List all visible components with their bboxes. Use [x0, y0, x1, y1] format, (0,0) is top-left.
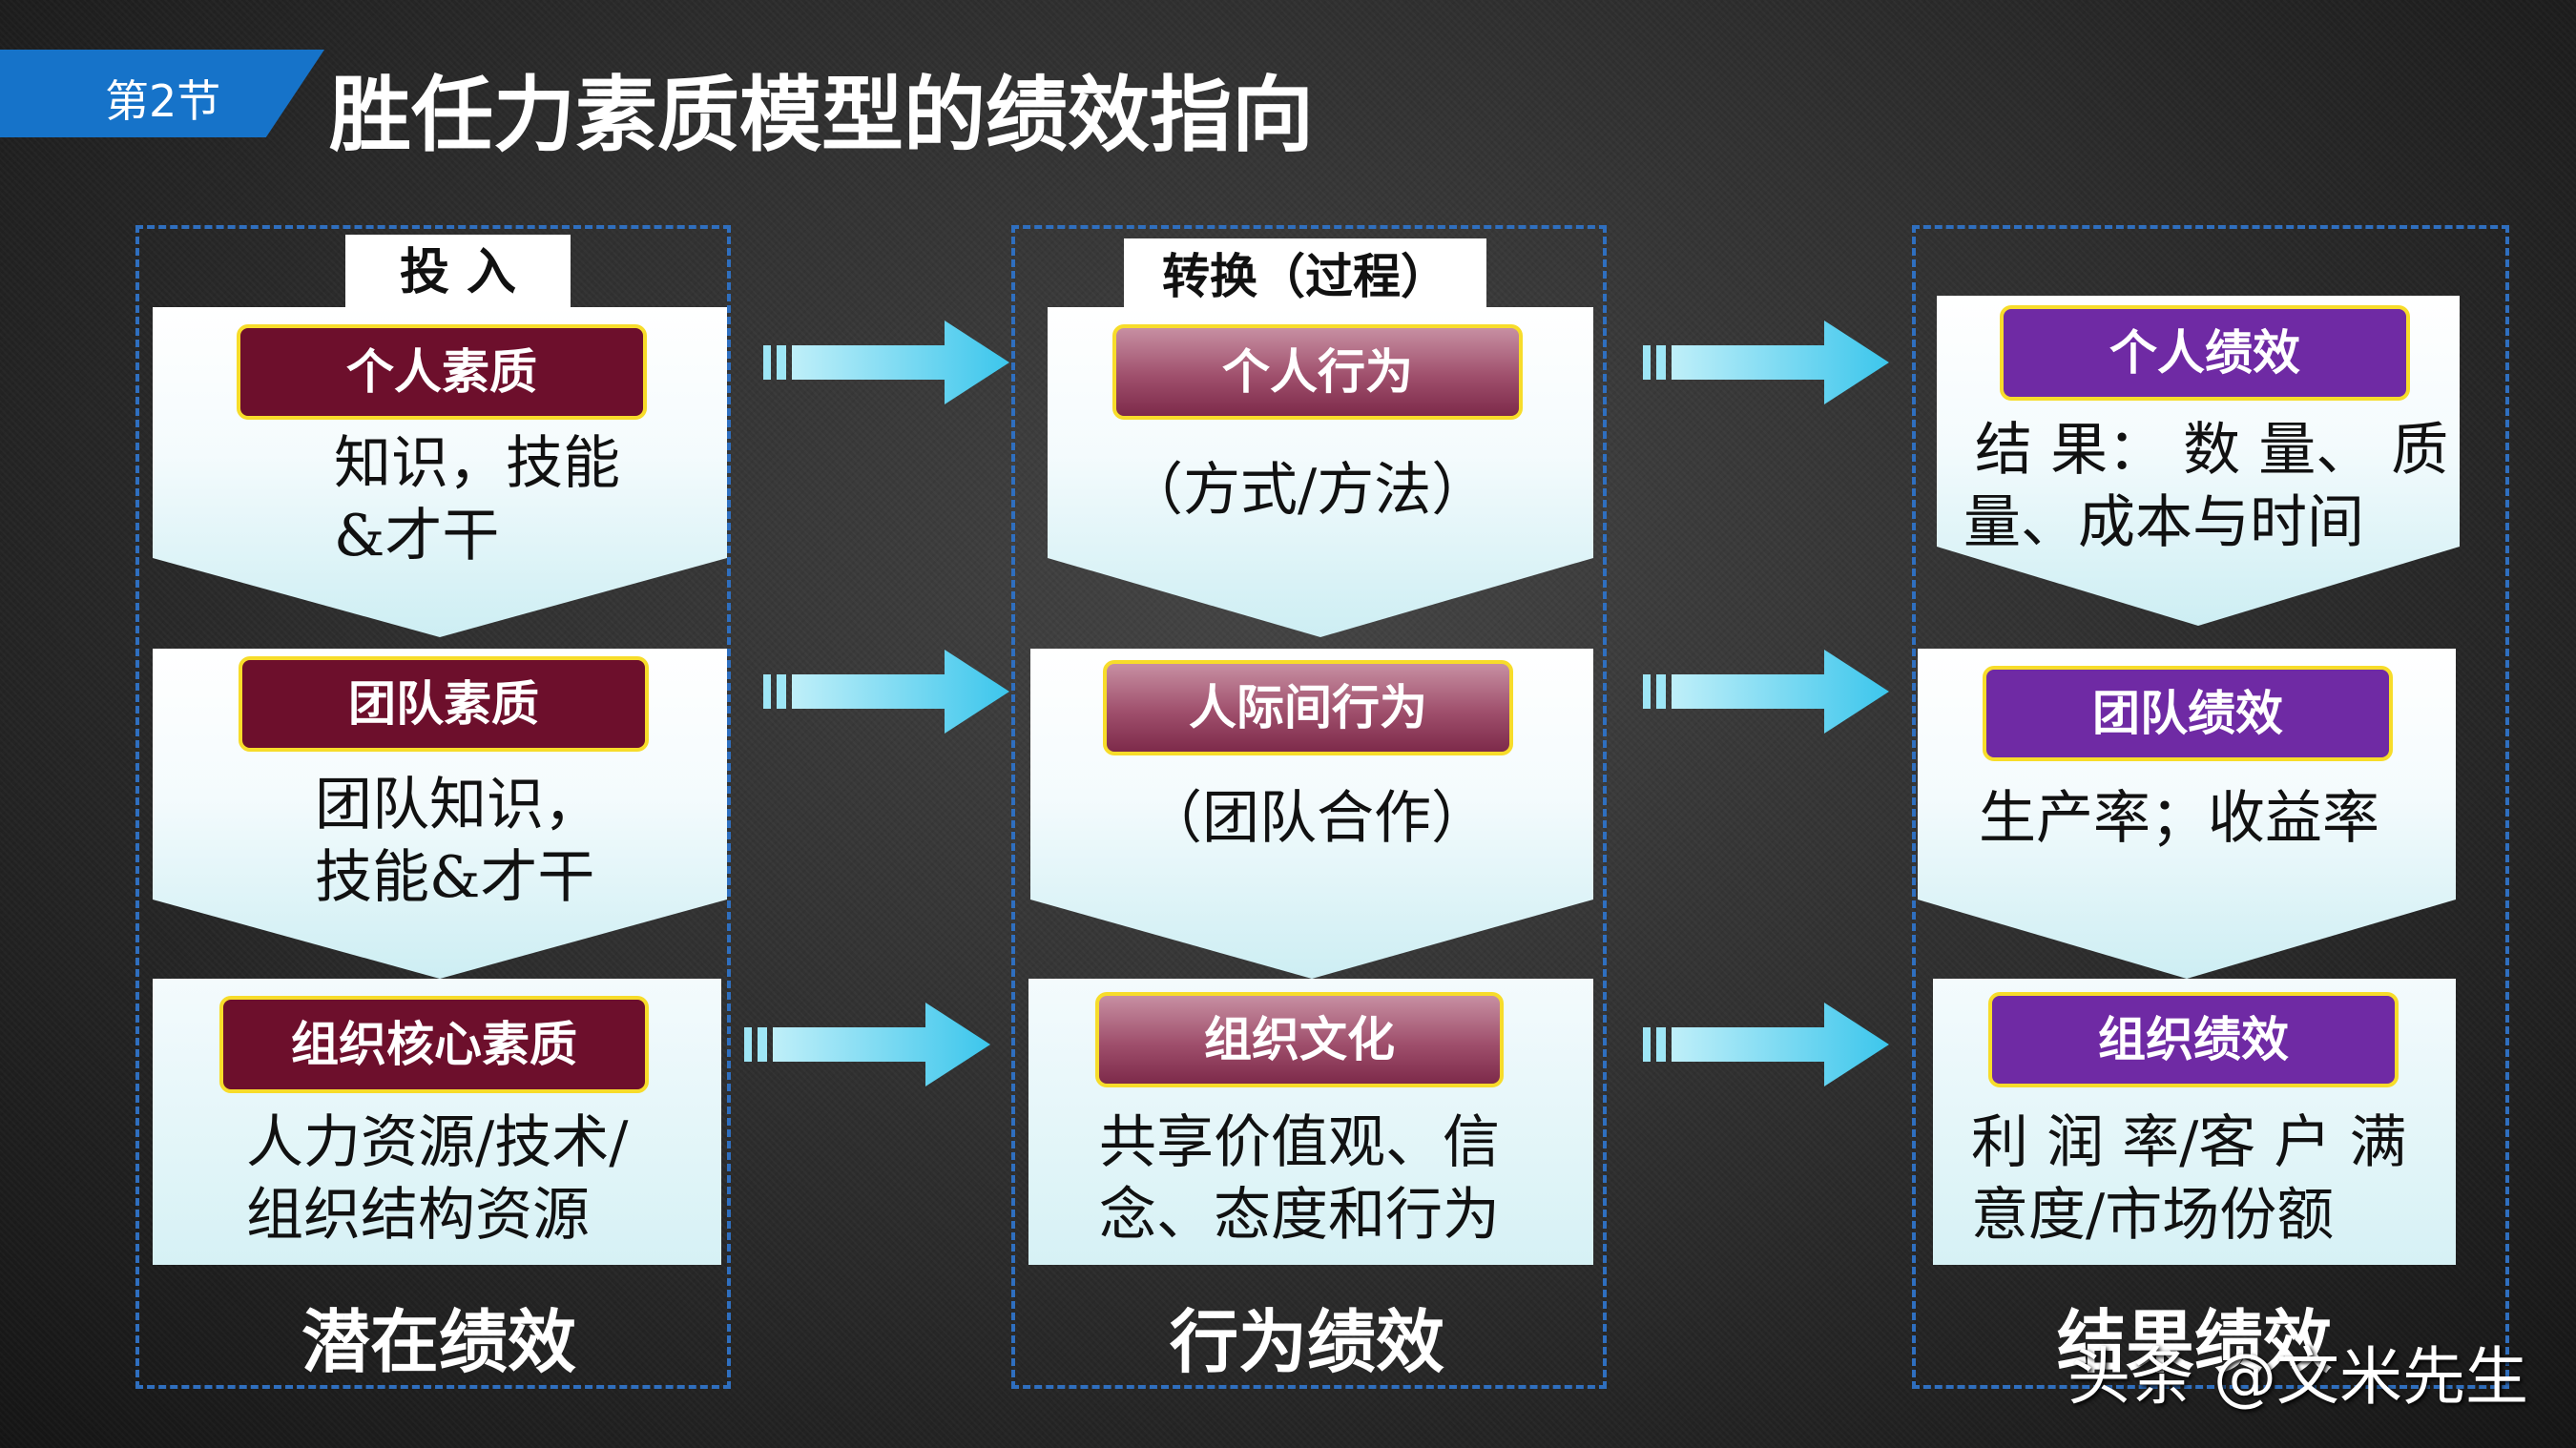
arrow-right-icon: [763, 321, 1009, 404]
pill-org-culture: 组织文化: [1095, 992, 1504, 1087]
input-row-3-line-2: 组织结构资源: [246, 1182, 590, 1249]
arrow-right-icon: [1643, 1003, 1889, 1086]
section-tab: 第2节: [0, 50, 324, 137]
input-row-2-line-1: 团队知识，: [315, 772, 601, 838]
column-result-caption: 结果绩效: [2056, 1302, 2332, 1382]
column-input-border: [135, 225, 731, 1389]
input-row-1-line-2: &才干: [334, 503, 500, 569]
result-row-2-line-1: 生产率；收益率: [1979, 785, 2379, 852]
column-process-border: [1011, 225, 1607, 1389]
input-row-1-line-1: 知识，技能: [334, 430, 620, 497]
process-row-3-line-1: 共享价值观、信: [1099, 1109, 1500, 1176]
result-row-3-line-1: 利 润 率/客 户 满: [1971, 1109, 2407, 1176]
arrow-right-icon: [1643, 321, 1889, 404]
input-row-2-line-2: 技能&才干: [315, 844, 595, 911]
process-row-2-line-1: （团队合作）: [1145, 785, 1488, 852]
column-result-border: [1912, 225, 2509, 1389]
pill-interpersonal-behavior: 人际间行为: [1103, 660, 1513, 755]
column-input-header: 投 入: [345, 235, 571, 311]
pill-org-core-quality: 组织核心素质: [219, 996, 649, 1093]
pill-personal-performance: 个人绩效: [2000, 305, 2410, 401]
arrow-right-icon: [1643, 650, 1889, 734]
result-row-1-line-1: 结 果： 数 量、 质: [1975, 417, 2449, 484]
column-process-header: 转换（过程）: [1124, 238, 1486, 315]
process-row-3-line-2: 念、态度和行为: [1099, 1182, 1500, 1249]
page-title: 胜任力素质模型的绩效指向: [329, 68, 1314, 163]
arrow-right-icon: [763, 650, 1009, 734]
process-row-1-line-1: （方式/方法）: [1126, 457, 1489, 524]
section-label: 第2节: [105, 75, 221, 127]
arrow-right-icon: [744, 1003, 990, 1086]
pill-personal-behavior: 个人行为: [1112, 324, 1523, 420]
result-row-1-line-2: 量、成本与时间: [1963, 489, 2364, 556]
pill-personal-quality: 个人素质: [237, 324, 647, 420]
pill-team-quality: 团队素质: [239, 656, 649, 752]
column-process-caption: 行为绩效: [1169, 1302, 1444, 1382]
result-row-3-line-2: 意度/市场份额: [1971, 1182, 2335, 1249]
pill-org-performance: 组织绩效: [1988, 992, 2399, 1087]
column-input-caption: 潜在绩效: [301, 1302, 576, 1382]
input-row-3-line-1: 人力资源/技术/: [246, 1109, 629, 1176]
watermark: 头条 @文米先生: [2067, 1340, 2528, 1414]
pill-team-performance: 团队绩效: [1983, 666, 2393, 761]
